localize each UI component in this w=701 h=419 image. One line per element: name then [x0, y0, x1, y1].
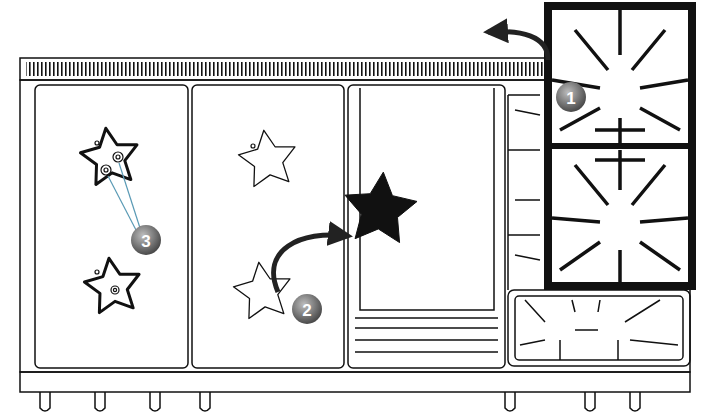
- star-symbol: [345, 172, 417, 242]
- range-foot: [585, 392, 595, 411]
- callout-number: 3: [141, 233, 150, 250]
- range-foot: [200, 392, 210, 411]
- range-foot: [505, 392, 515, 411]
- star-symbols: [80, 128, 417, 318]
- callout-balls: [131, 82, 586, 324]
- range-foot: [150, 392, 160, 411]
- range-foot: [95, 392, 105, 411]
- star-symbol: [233, 262, 290, 318]
- motion-arrows: [274, 32, 548, 292]
- star-symbol: [238, 130, 295, 186]
- range-foot: [40, 392, 50, 411]
- callout-number: 1: [566, 90, 575, 107]
- range-feet: [40, 392, 640, 411]
- raised-grate: [548, 6, 692, 286]
- knob-symbols: [95, 141, 255, 294]
- star-symbol: [84, 258, 139, 312]
- leader-lines: [108, 163, 140, 230]
- range-foot: [630, 392, 640, 411]
- star-symbol: [80, 128, 137, 184]
- callout-number: 2: [302, 302, 311, 319]
